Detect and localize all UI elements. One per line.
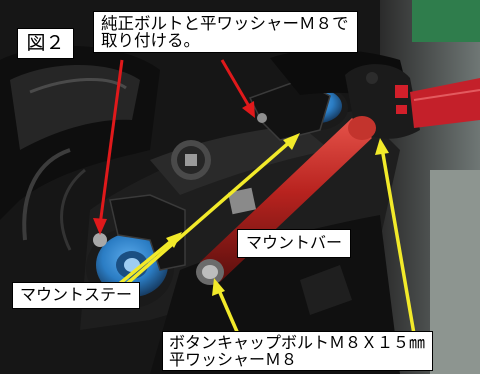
wall-green-strip [412, 0, 480, 42]
bottom-caption-line-1: ボタンキャップボルトＭ８Ｘ１５㎜ [169, 333, 426, 352]
yellow-arrow-button-bolt-right [375, 138, 416, 335]
top-caption-line-1: 純正ボルトと平ワッシャーＭ８で [101, 14, 349, 33]
ignition-key-cylinder [171, 140, 211, 180]
bottom-caption: ボタンキャップボルトＭ８Ｘ１５㎜ 平ワッシャーＭ８ [162, 331, 434, 371]
mount-bar-label: マウントバー [237, 229, 352, 258]
yellow-arrow-mount-stay-2 [120, 133, 300, 290]
red-arrow-left [93, 59, 124, 235]
yellow-arrow-mount-stay-1 [116, 232, 182, 287]
top-caption-line-2: 取り付ける。 [101, 31, 200, 51]
red-arrow-right [220, 59, 255, 118]
right-clamp-bolt [257, 113, 267, 123]
yellow-arrow-button-bolt-left [212, 278, 240, 335]
right-grip [410, 78, 480, 128]
top-caption: 純正ボルトと平ワッシャーＭ８で 取り付ける。 [93, 11, 358, 53]
mount-stay-label: マウントステー [12, 282, 141, 309]
bottom-caption-line-2: 平ワッシャーＭ８ [169, 349, 298, 369]
left-clamp-bolt [93, 233, 107, 247]
figure-number-label: 図２ [17, 28, 74, 59]
